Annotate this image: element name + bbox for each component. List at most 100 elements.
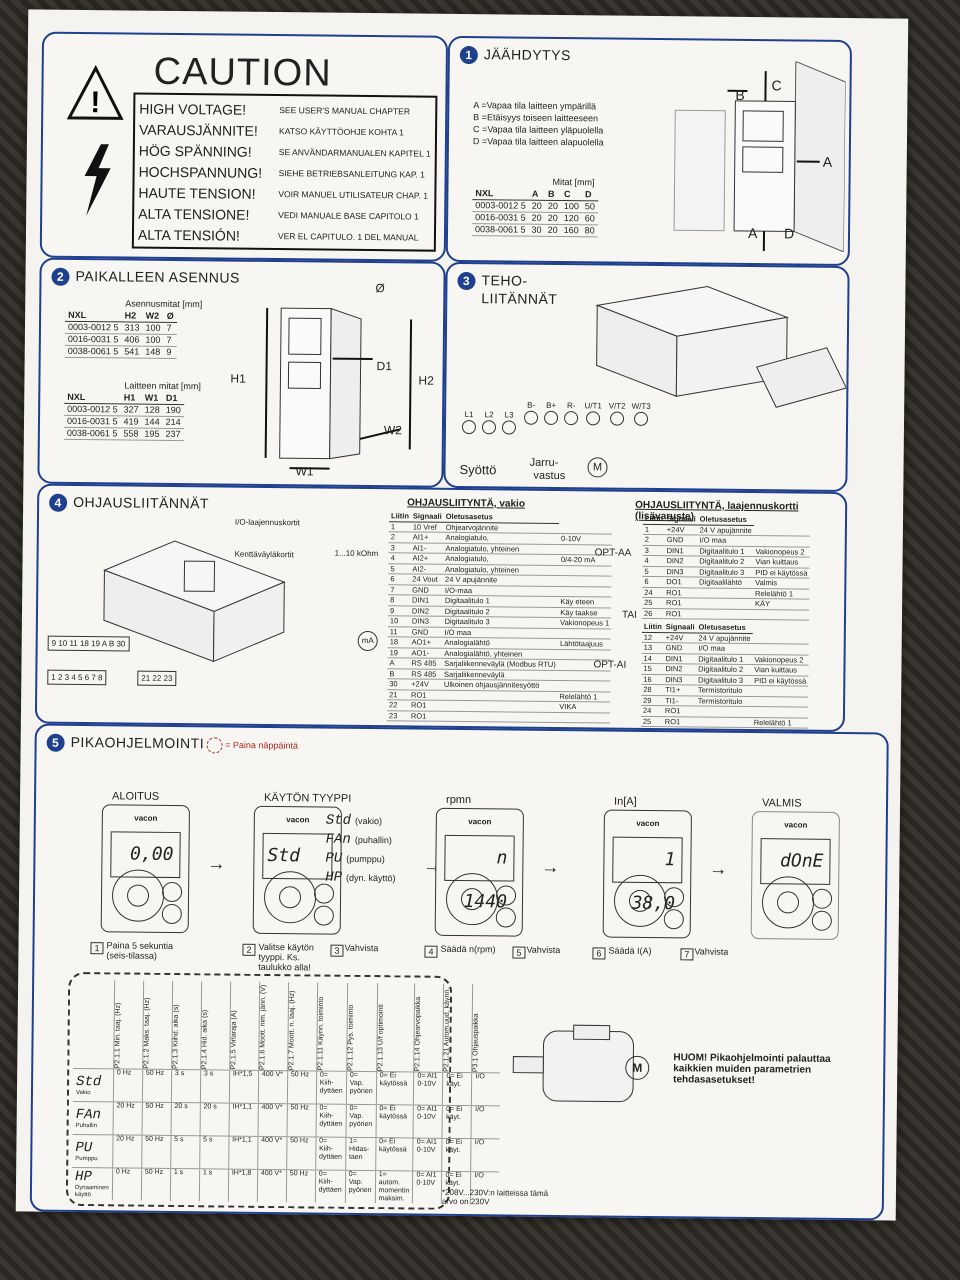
table-cell: 0= Ei käytössä — [375, 1071, 415, 1106]
start-button[interactable] — [495, 885, 517, 906]
navigation-pad[interactable] — [263, 870, 317, 924]
label-d1: D1 — [376, 359, 393, 374]
table-cell: 23 — [386, 710, 409, 721]
table-cell: 0= Vap. pyörien — [346, 1071, 377, 1105]
section-number: 4 — [49, 493, 68, 512]
table-cell: Vian kuittaus — [752, 664, 809, 676]
navigation-pad[interactable] — [761, 876, 815, 929]
table-cell: 50 Hz — [286, 1103, 317, 1137]
header-cell: NXL — [64, 391, 121, 404]
caution-text: VOIR MANUEL UTILISATEUR CHAP. 1 — [278, 189, 429, 201]
table-cell: 400 V* — [257, 1169, 287, 1203]
table-cell: 29 — [641, 694, 664, 706]
step-note: Paina 5 sekuntia (seis-tilassa) — [106, 940, 174, 961]
table-cell: 0= Vap. pyörien — [344, 1170, 376, 1204]
table-cell: 144 — [141, 416, 163, 429]
table-cell: B — [387, 668, 410, 679]
table-cell: +24V — [409, 678, 443, 690]
table-cell: Digitaalitulo 1 — [442, 595, 559, 608]
brand-logo: vacon — [134, 813, 158, 823]
enter-key[interactable] — [628, 889, 652, 912]
label-a-bottom: A — [747, 224, 758, 242]
table-cell — [695, 705, 752, 718]
table-cell — [557, 680, 611, 692]
header-cell: Oletusasetus — [696, 622, 753, 634]
supply-label: Syöttö — [459, 461, 497, 478]
table-cell: 5 s — [199, 1135, 229, 1170]
legend-line: D =Vapaa tila laitteen alapuolella — [472, 136, 604, 148]
table-cell: 5 s — [170, 1135, 200, 1169]
header-text: P2.1.1 Min. taaj. (Hz) — [113, 1002, 122, 1069]
enter-key[interactable] — [776, 891, 800, 914]
param-table: P2.1.1 Min. taaj. (Hz) P2.1.2 Maks. taaj.… — [71, 980, 502, 1205]
caution-label: ALTA TENSIONE! — [138, 205, 250, 223]
table-cell — [751, 706, 808, 718]
table-cell: 60 — [581, 212, 598, 225]
step-note: Vahvista — [694, 946, 729, 957]
caution-row: HÖG SPÄNNING!SE ANVÄNDARMANUALEN KAPITEL… — [139, 141, 431, 164]
header-text: P2.1.4 Hid. aika (s) — [200, 1009, 209, 1070]
table-cell: 1 s — [199, 1168, 229, 1202]
start-button[interactable] — [161, 881, 183, 903]
mounting-diagram — [264, 307, 413, 470]
start-button[interactable] — [663, 887, 685, 908]
table-cell: 20 Hz — [112, 1134, 142, 1169]
caution-text: SIEHE BETRIEBSANLEITUNG KAP. 1 — [278, 168, 425, 180]
table-cell: 20 — [528, 212, 545, 225]
table-cell: 20 — [544, 212, 561, 225]
start-button[interactable] — [811, 888, 833, 909]
power-drive-illustration — [595, 286, 848, 408]
header-text: P2.1.13 U/f optimointi — [376, 1004, 385, 1072]
terminal: L1 — [460, 410, 478, 435]
enter-key[interactable] — [126, 884, 150, 907]
table-cell: 0016-0031 5 — [63, 415, 121, 428]
stop-button[interactable] — [161, 903, 182, 925]
table-cell: 3 — [642, 544, 665, 556]
table-cell: 2 — [388, 531, 411, 543]
header-cell: D1 — [162, 392, 184, 405]
navigation-pad[interactable] — [111, 869, 165, 922]
step-heading: rpmn — [446, 793, 472, 807]
table-cell: 160 — [560, 224, 582, 237]
step-number: 5 — [512, 946, 526, 959]
stop-button[interactable] — [811, 910, 832, 931]
table-cell — [558, 586, 612, 598]
header-text: P2.1.2 Maks. taaj. (Hz) — [142, 997, 151, 1069]
table-cell: DO1 — [664, 576, 698, 588]
table-cell: 24 V apujännite — [697, 524, 754, 536]
stop-button[interactable] — [663, 909, 684, 930]
enter-key[interactable] — [278, 886, 302, 909]
enter-key[interactable] — [460, 888, 484, 911]
or-label: TAI — [621, 609, 637, 621]
table-cell — [696, 608, 753, 620]
stop-button[interactable] — [495, 907, 516, 928]
header-text: P3.1 Ohjauspaikka — [472, 1013, 481, 1073]
table-cell: 24 Vout — [410, 573, 444, 585]
terminal-strip-right: 21 22 23 — [137, 670, 177, 687]
table-cell: I/O maa — [696, 642, 753, 655]
stop-button[interactable] — [313, 905, 334, 926]
table-cell: 50 Hz — [286, 1136, 316, 1170]
header-cell: Liitin — [641, 621, 664, 633]
header-cell: Liitin — [388, 511, 412, 522]
header-cell: P2.1.7 Moott. n. taaj. (Hz) — [287, 982, 318, 1072]
navigation-pad[interactable] — [445, 872, 499, 926]
table-cell: AO1- — [409, 647, 443, 659]
navigation-pad[interactable] — [613, 874, 667, 928]
table-cell: 1 — [388, 521, 411, 532]
header-cell: Oletusasetus — [443, 511, 560, 524]
table-cell: Käy eteen — [558, 596, 612, 608]
terminal-screw — [633, 411, 649, 426]
drive-type-desc: (pumppu) — [346, 853, 385, 865]
terminal-label: R- — [566, 401, 576, 411]
table-cell — [559, 523, 613, 535]
header-cell: NXL — [472, 188, 530, 201]
table-cell: Digitaalitulo 2 — [697, 555, 754, 568]
